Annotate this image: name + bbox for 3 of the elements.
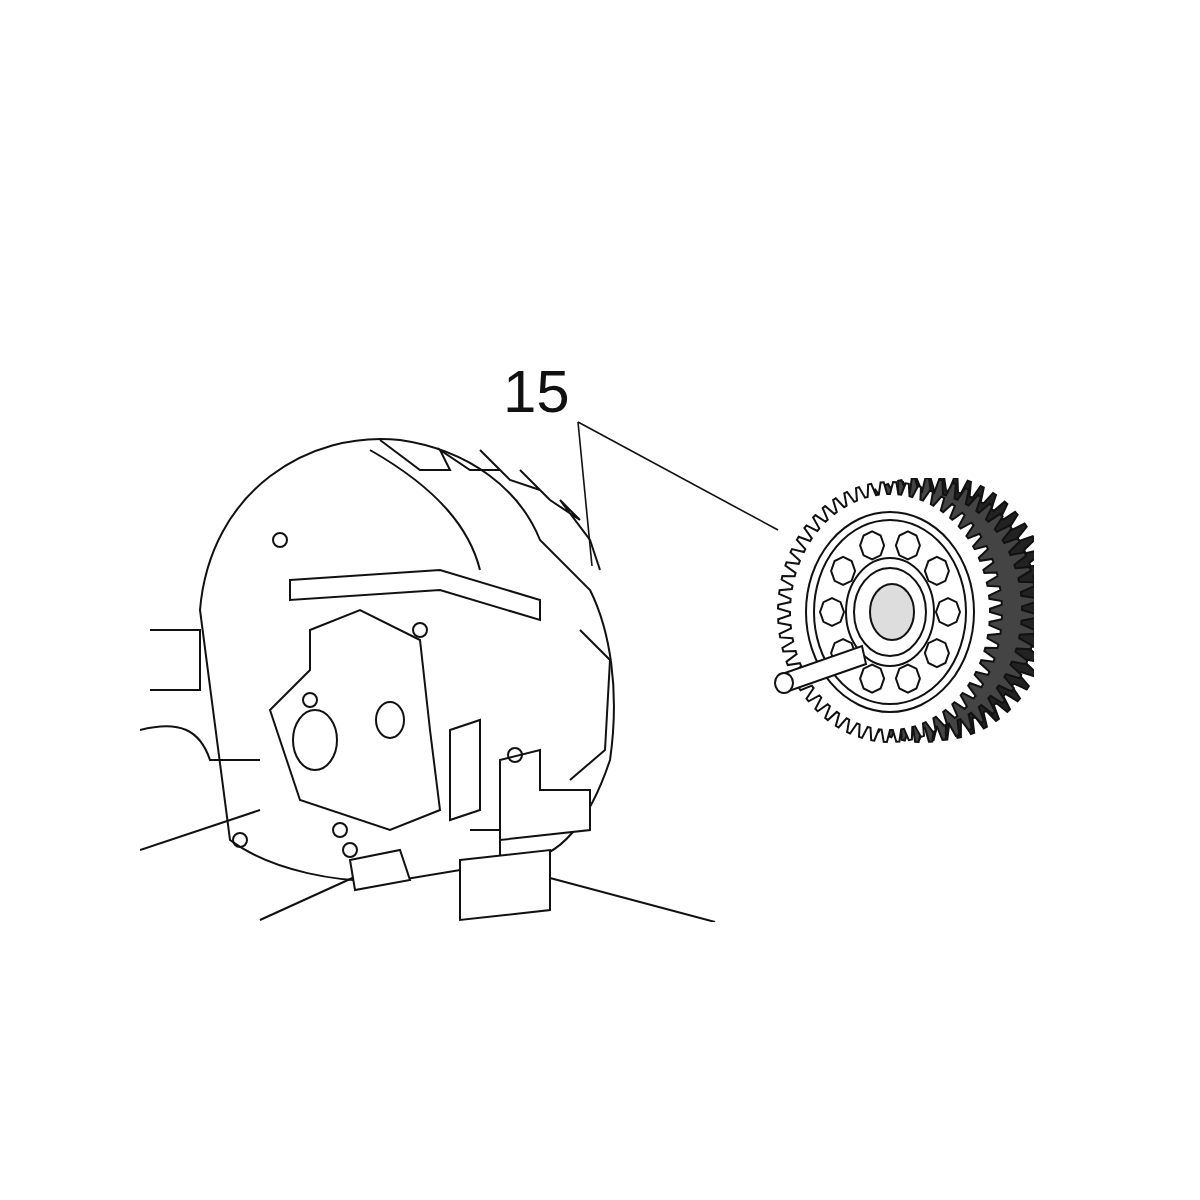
leader-line: [577, 421, 593, 567]
callout-number: 15: [503, 362, 583, 422]
leader-line: [577, 421, 779, 531]
